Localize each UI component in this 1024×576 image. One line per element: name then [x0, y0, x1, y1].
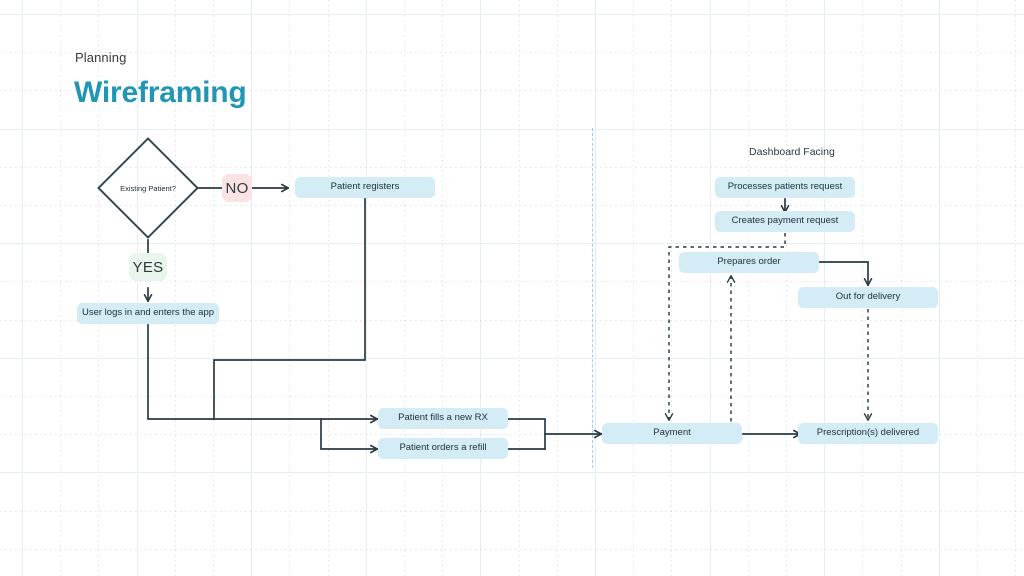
- dashboard-facing-caption: Dashboard Facing: [749, 146, 835, 158]
- node-out-for-delivery[interactable]: Out for delivery: [798, 287, 938, 308]
- node-patient-registers[interactable]: Patient registers: [295, 177, 435, 198]
- node-prescriptions-delivered[interactable]: Prescription(s) delivered: [798, 423, 938, 444]
- wire-fills-rx-to-merge: [507, 418, 546, 450]
- branch-badge-no: NO: [222, 174, 252, 202]
- node-payment[interactable]: Payment: [602, 423, 742, 444]
- wire-prepares-to-out-for-delivery: [818, 261, 873, 287]
- node-processes-patients-request[interactable]: Processes patients request: [715, 177, 855, 198]
- branch-badge-yes: YES: [129, 253, 167, 281]
- node-patient-orders-refill[interactable]: Patient orders a refill: [378, 438, 508, 459]
- wire-user-logs-in-to-fills-rx: [147, 324, 379, 424]
- node-creates-payment-request[interactable]: Creates payment request: [715, 211, 855, 232]
- page-kicker: Planning: [75, 50, 127, 65]
- node-user-logs-in[interactable]: User logs in and enters the app: [77, 303, 219, 324]
- wire-rail-to-orders-refill: [320, 418, 379, 454]
- node-patient-fills-new-rx[interactable]: Patient fills a new RX: [378, 408, 508, 429]
- decision-label: Existing Patient?: [120, 184, 176, 193]
- wire-patient-registers-to-rail: [213, 198, 366, 420]
- section-divider: [592, 128, 593, 468]
- page-title: Wireframing: [74, 76, 247, 109]
- node-prepares-order[interactable]: Prepares order: [679, 252, 819, 273]
